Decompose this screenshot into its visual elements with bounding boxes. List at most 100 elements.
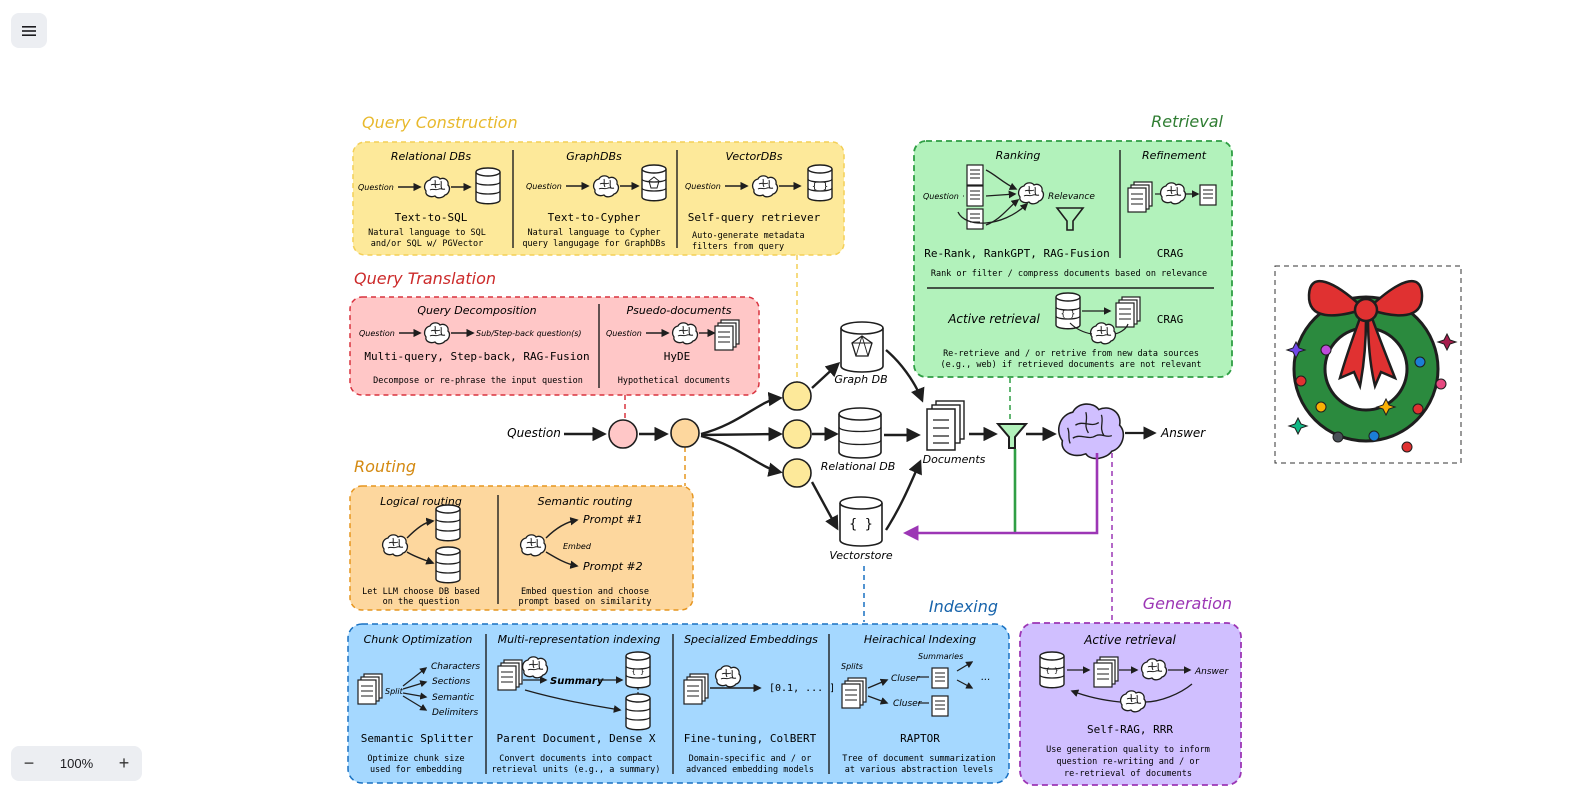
wreath-sticker[interactable] — [1274, 265, 1462, 464]
logical-routing-desc-1: Let LLM choose DB based — [362, 587, 480, 597]
zoom-in-button[interactable]: + — [118, 753, 130, 773]
splits-label: Splits — [841, 662, 863, 671]
self-rag-label: Self-RAG, RRR — [1087, 723, 1173, 736]
brain-icon — [381, 534, 409, 557]
svg-text:{ }: { } — [1061, 309, 1075, 318]
self-query-retriever-label: Self-query retriever — [688, 211, 821, 224]
document-icon — [966, 208, 984, 230]
database-icon — [435, 504, 461, 542]
query-translation-box[interactable] — [349, 296, 760, 396]
vectorstore-node[interactable]: { } — [839, 496, 883, 547]
wreath-icon — [1285, 279, 1458, 453]
active-retrieval-header: Active retrieval — [947, 312, 1040, 326]
main-question-label: Question — [507, 426, 561, 440]
chunk-optimization-header: Chunk Optimization — [364, 633, 473, 646]
brain-icon — [423, 176, 451, 199]
text-to-cypher-desc-1: Natural language to Cypher — [527, 228, 660, 238]
brain-icon — [714, 665, 742, 688]
document-icon — [683, 673, 709, 705]
semantic-label: Semantic — [432, 693, 474, 703]
retrieval-section: Retrieval Ranking Question Relevance Re-… — [913, 112, 1233, 378]
chunk-desc-2: used for embedding — [370, 765, 462, 775]
selection-frame — [1274, 265, 1462, 464]
center-flow: Question Graph DB Relational DB — [507, 255, 1206, 622]
documents-label: Documents — [923, 453, 986, 466]
brain-icon — [519, 534, 547, 557]
summary-label: Summary — [550, 676, 604, 687]
qc-question-label-3: Question — [685, 182, 721, 191]
prompt-2-label: Prompt #2 — [583, 560, 643, 573]
self-query-desc-1: Auto-generate metadata — [692, 231, 805, 241]
self-query-desc-2: filters from query — [692, 242, 784, 252]
generation-active-retrieval-header: Active retrieval — [1083, 633, 1176, 647]
document-icon — [966, 164, 984, 186]
vectorstore-label: Vectorstore — [829, 549, 893, 562]
hyde-desc: Hypothetical documents — [618, 376, 731, 386]
query-translation-section: Query Translation Query Decomposition Qu… — [349, 269, 760, 396]
qt-question-label-2: Question — [606, 329, 642, 338]
filter-icon[interactable] — [995, 423, 1029, 449]
vector-db-icon: { } — [849, 517, 872, 532]
text-to-sql-label: Text-to-SQL — [395, 211, 468, 224]
zoom-out-button[interactable]: − — [23, 753, 35, 773]
query-construction-box[interactable] — [352, 141, 845, 256]
graph-query-node[interactable] — [782, 381, 812, 411]
document-icon — [357, 673, 383, 705]
graphdbs-header: GraphDBs — [566, 150, 622, 163]
graph-db-node[interactable] — [840, 321, 884, 373]
hamburger-icon — [22, 25, 36, 36]
sql-query-node[interactable] — [782, 419, 812, 449]
llm-brain-node[interactable] — [1058, 403, 1125, 460]
query-decomposition-header: Query Decomposition — [417, 304, 536, 317]
query-translation-node[interactable] — [608, 419, 638, 449]
retrieval-title: Retrieval — [1151, 112, 1223, 131]
routing-title: Routing — [354, 457, 416, 476]
indexing-title: Indexing — [929, 597, 998, 616]
routing-node[interactable] — [670, 418, 700, 448]
generation-answer-label: Answer — [1194, 667, 1229, 677]
semantic-splitter-label: Semantic Splitter — [361, 732, 474, 745]
crag-active-label: CRAG — [1157, 313, 1184, 326]
query-translation-title: Query Translation — [354, 269, 496, 288]
semantic-routing-header: Semantic routing — [538, 495, 633, 508]
relational-db-node[interactable] — [838, 407, 882, 459]
qc-question-label-1: Question — [358, 183, 394, 192]
sub-question-label: Sub/Step-back question(s) — [476, 329, 582, 338]
refinement-header: Refinement — [1142, 149, 1207, 162]
multi-desc-1: Convert documents into compact — [499, 754, 653, 764]
brain-icon — [751, 175, 779, 198]
specialized-embeddings-header: Specialized Embeddings — [684, 633, 818, 646]
cluster-1-label: Cluser — [891, 674, 921, 684]
documents-node[interactable] — [926, 400, 965, 451]
main-menu-button[interactable] — [11, 13, 47, 48]
zoom-level[interactable]: 100% — [59, 756, 94, 771]
document-icon — [1115, 296, 1141, 328]
ellipsis-label: ... — [981, 672, 991, 683]
relational-db-label: Relational DB — [821, 460, 896, 473]
answer-label: Answer — [1160, 426, 1206, 440]
parent-document-label: Parent Document, Dense X — [497, 732, 656, 745]
embeddings-desc-1: Domain-specific and / or — [689, 754, 812, 764]
cluster-2-label: Cluser — [893, 699, 923, 709]
document-icon — [841, 677, 867, 709]
text-to-cypher-label: Text-to-Cypher — [548, 211, 641, 224]
prompt-1-label: Prompt #1 — [583, 513, 643, 526]
embed-label: Embed — [563, 542, 592, 551]
graph-db-label: Graph DB — [834, 373, 887, 386]
document-icon — [497, 659, 523, 691]
vector-query-node[interactable] — [782, 458, 812, 488]
generation-desc-1: Use generation quality to inform — [1046, 745, 1210, 755]
semantic-routing-desc-1: Embed question and choose — [521, 587, 649, 597]
ranking-desc: Rank or filter / compress documents base… — [931, 269, 1207, 279]
document-icon — [966, 185, 984, 207]
indexing-section: Indexing Chunk Optimization Split Charac… — [347, 597, 1010, 784]
decomposition-desc: Decompose or re-phrase the input questio… — [373, 376, 583, 386]
zoom-controls: − 100% + — [11, 746, 142, 781]
rerank-label: Re-Rank, RankGPT, RAG-Fusion — [924, 247, 1109, 260]
document-icon — [931, 695, 949, 717]
embedding-vector-label: [0.1, ... ] — [769, 683, 835, 694]
text-to-sql-desc-2: and/or SQL w/ PGVector — [371, 239, 484, 249]
graph-db-icon — [641, 164, 667, 202]
document-icon — [714, 319, 740, 351]
